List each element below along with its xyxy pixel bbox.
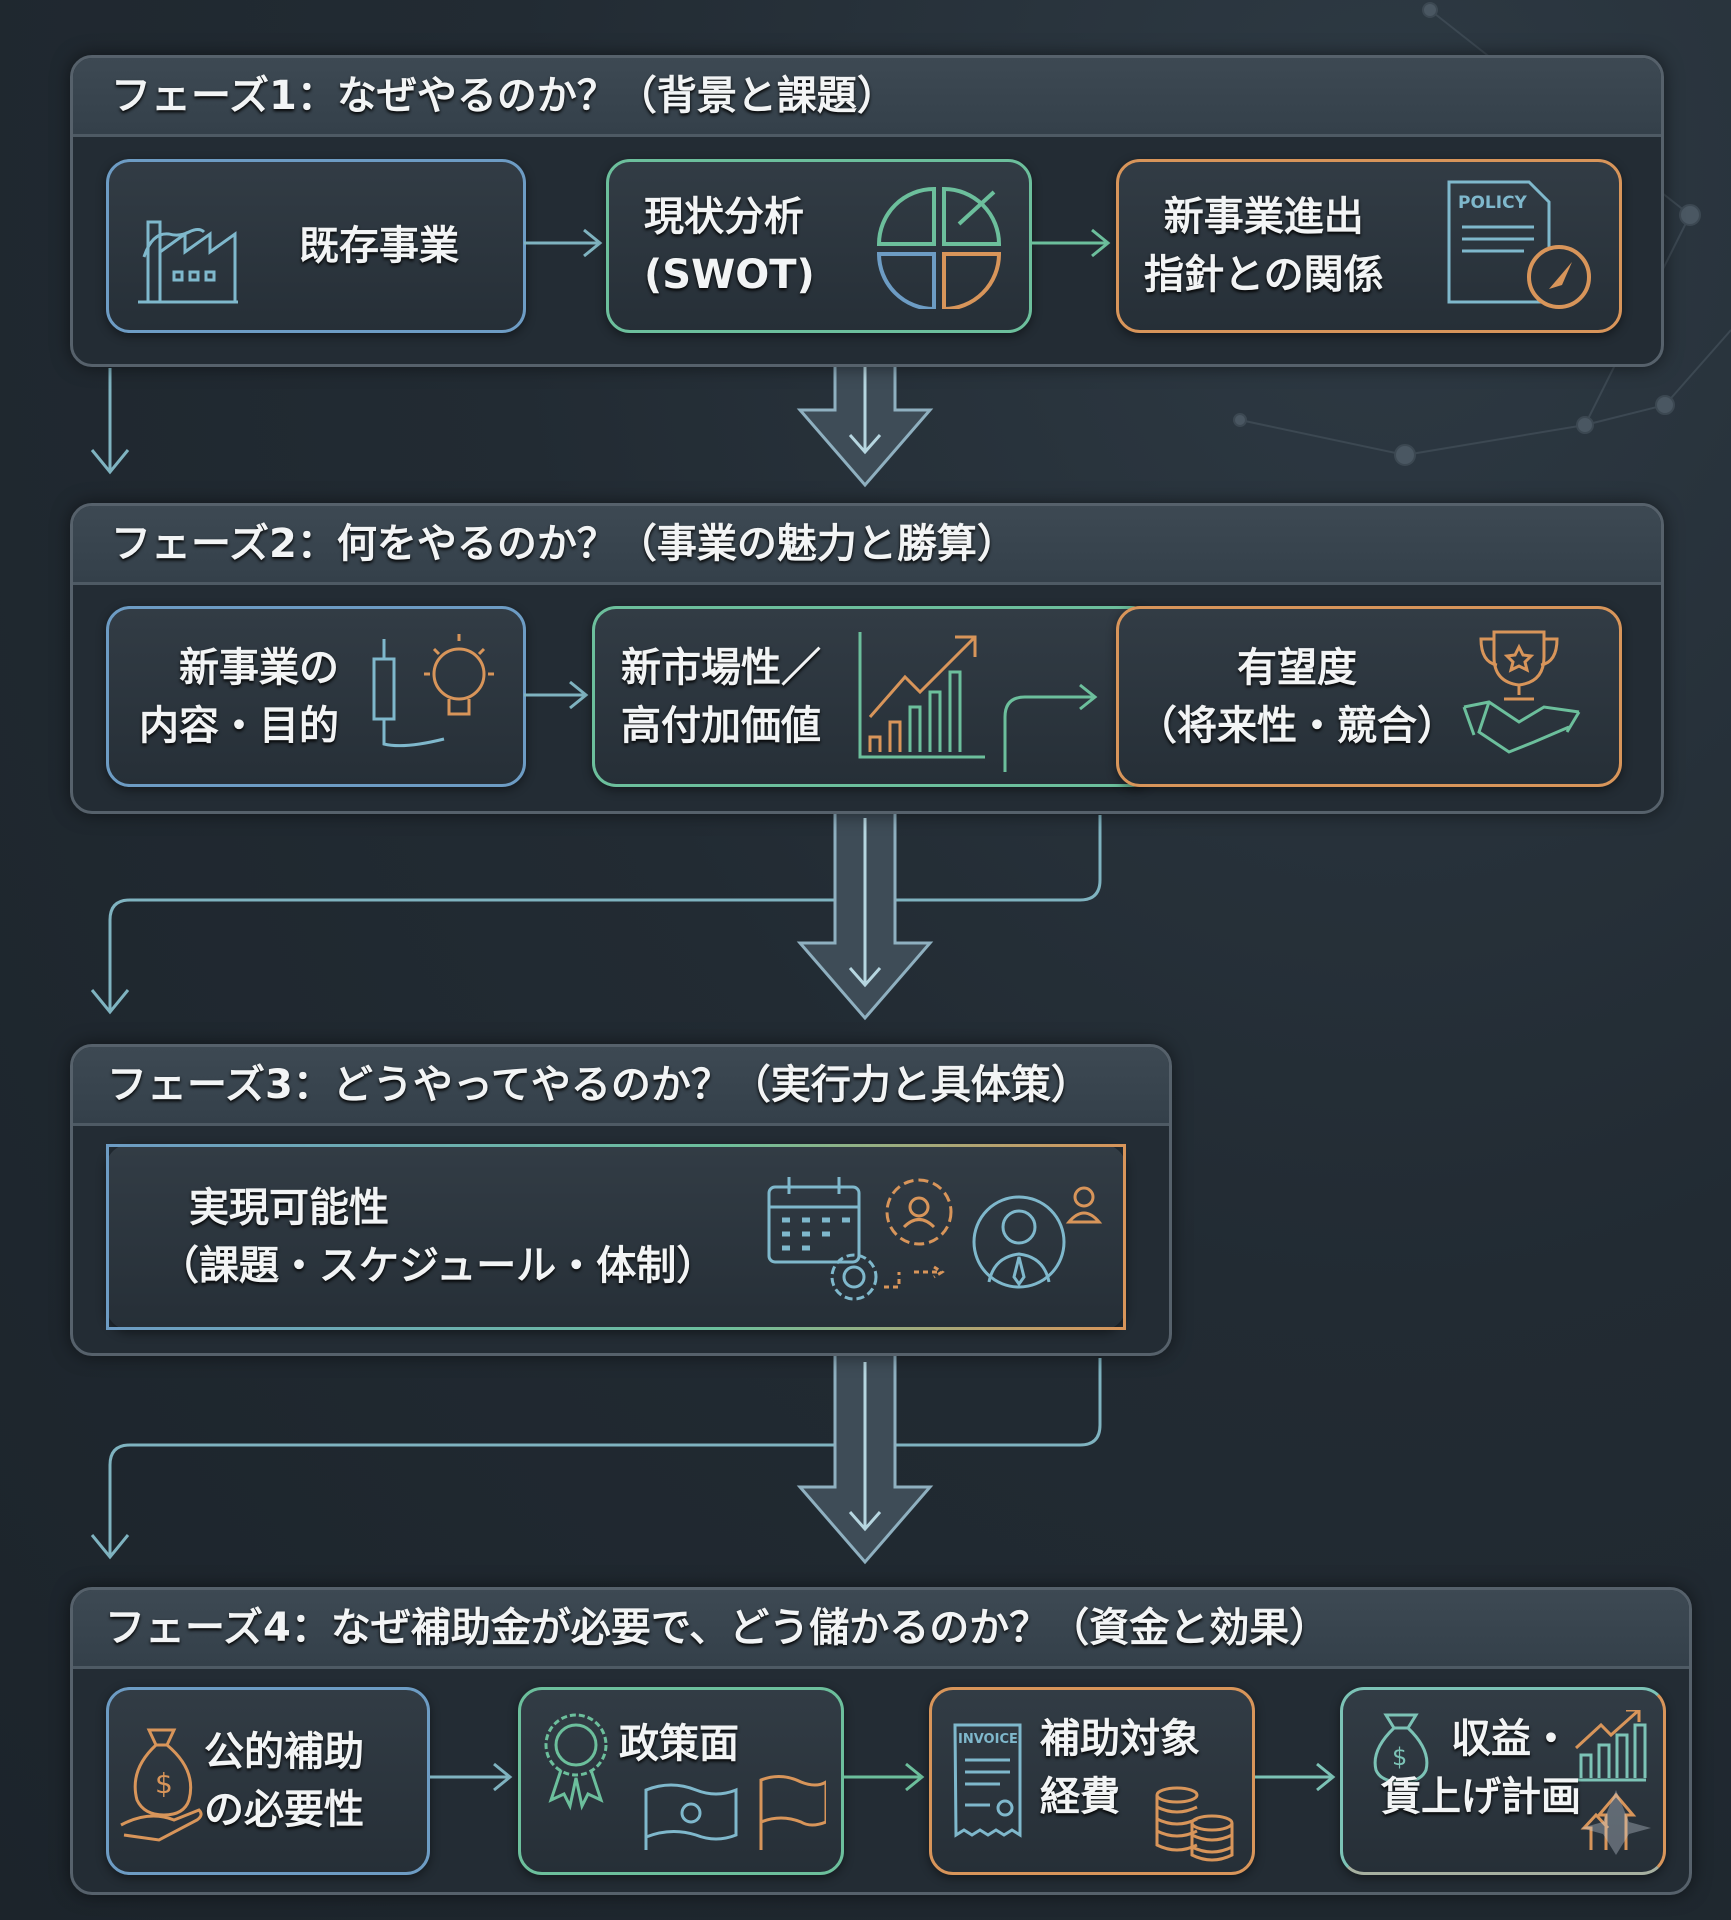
phase-1-title: フェーズ1：なぜやるのか？（背景と課題） bbox=[73, 58, 1661, 137]
right-arrow-icon bbox=[524, 680, 589, 710]
box-feasibility: 実現可能性 （課題・スケジュール・体制） bbox=[106, 1144, 1126, 1330]
factory-icon bbox=[138, 220, 238, 304]
box-label: 新事業進出 bbox=[1163, 194, 1364, 240]
box-label: 有望度 bbox=[1237, 644, 1357, 691]
box-label-sub: （課題・スケジュール・体制） bbox=[159, 1243, 717, 1289]
right-arrow-icon bbox=[430, 1762, 513, 1792]
policy-document-icon: POLICY bbox=[1444, 177, 1594, 317]
growth-chart-icon bbox=[858, 632, 1098, 772]
svg-text:$: $ bbox=[155, 1767, 173, 1800]
box-swot-analysis: 現状分析 (SWOT) bbox=[606, 159, 1032, 333]
right-arrow-icon bbox=[1255, 1762, 1336, 1792]
box-label-sub: （将来性・競合） bbox=[1137, 702, 1457, 749]
money-bag-growth-icon: $ bbox=[1373, 1710, 1651, 1855]
phase-2-title: フェーズ2：何をやるのか？（事業の魅力と勝算） bbox=[73, 506, 1661, 585]
box-label: 実現可能性 bbox=[189, 1185, 389, 1231]
box-label: 既存事業 bbox=[299, 223, 459, 269]
svg-text:$: $ bbox=[1392, 1743, 1407, 1771]
box-revenue-wage-plan: $ 収益・賃上げ計画 bbox=[1340, 1687, 1666, 1875]
box-label: 補助対象 bbox=[1040, 1716, 1200, 1762]
box-label-sub: (SWOT) bbox=[644, 252, 815, 298]
down-arrow-3 bbox=[796, 1352, 934, 1565]
trophy-handshake-icon bbox=[1462, 630, 1581, 754]
box-label: 収益・ bbox=[1451, 1716, 1571, 1762]
down-arrow-2 bbox=[796, 808, 934, 1021]
coins-icon bbox=[1155, 1786, 1234, 1862]
box-label-sub: 賃上げ計画 bbox=[1381, 1774, 1581, 1820]
money-bag-hand-icon: $ bbox=[120, 1728, 203, 1842]
box-label-sub: の必要性 bbox=[204, 1787, 364, 1833]
box-label: 新市場性／ bbox=[621, 644, 821, 691]
box-policy-aspect: 政策面 bbox=[518, 1687, 844, 1875]
box-label-sub: 内容・目的 bbox=[139, 702, 339, 749]
box-prospects: 有望度 （将来性・競合） bbox=[1116, 606, 1622, 787]
lightbulb-icon bbox=[372, 634, 494, 748]
invoice-coins-icon: INVOICE bbox=[950, 1720, 1030, 1845]
box-label: 政策面 bbox=[619, 1721, 739, 1767]
box-new-business-content: 新事業の内容・目的 bbox=[106, 606, 526, 787]
box-existing-business: 既存事業 bbox=[106, 159, 526, 333]
phase-3-title: フェーズ3：どうやってやるのか？（実行力と具体策） bbox=[73, 1047, 1169, 1126]
box-label-sub: 指針との関係 bbox=[1144, 252, 1384, 298]
box-eligible-expenses: INVOICE 補助対象経費 bbox=[929, 1687, 1255, 1875]
swot-chart-icon bbox=[876, 186, 1002, 309]
right-arrow-icon bbox=[524, 228, 603, 258]
box-label: 新事業の bbox=[179, 644, 339, 691]
box-policy-relation: 新事業進出指針との関係 POLICY bbox=[1116, 159, 1622, 333]
right-arrow-icon bbox=[844, 1762, 925, 1792]
box-label: 現状分析 bbox=[644, 194, 804, 240]
phase-4-title: フェーズ4：なぜ補助金が必要で、どう儲かるのか？（資金と効果） bbox=[73, 1590, 1689, 1669]
seal-flags-icon bbox=[544, 1713, 826, 1850]
box-label-sub: 高付加価値 bbox=[621, 702, 821, 749]
box-label-sub: 経費 bbox=[1040, 1774, 1120, 1820]
calendar-gear-person-icon bbox=[767, 1177, 1103, 1301]
box-new-market: 新市場性／ 高付加価値 bbox=[592, 606, 1155, 787]
right-arrow-icon bbox=[1032, 228, 1111, 258]
box-label: 公的補助 bbox=[204, 1729, 364, 1775]
box-public-subsidy-need: $ 公的補助の必要性 bbox=[106, 1687, 430, 1875]
